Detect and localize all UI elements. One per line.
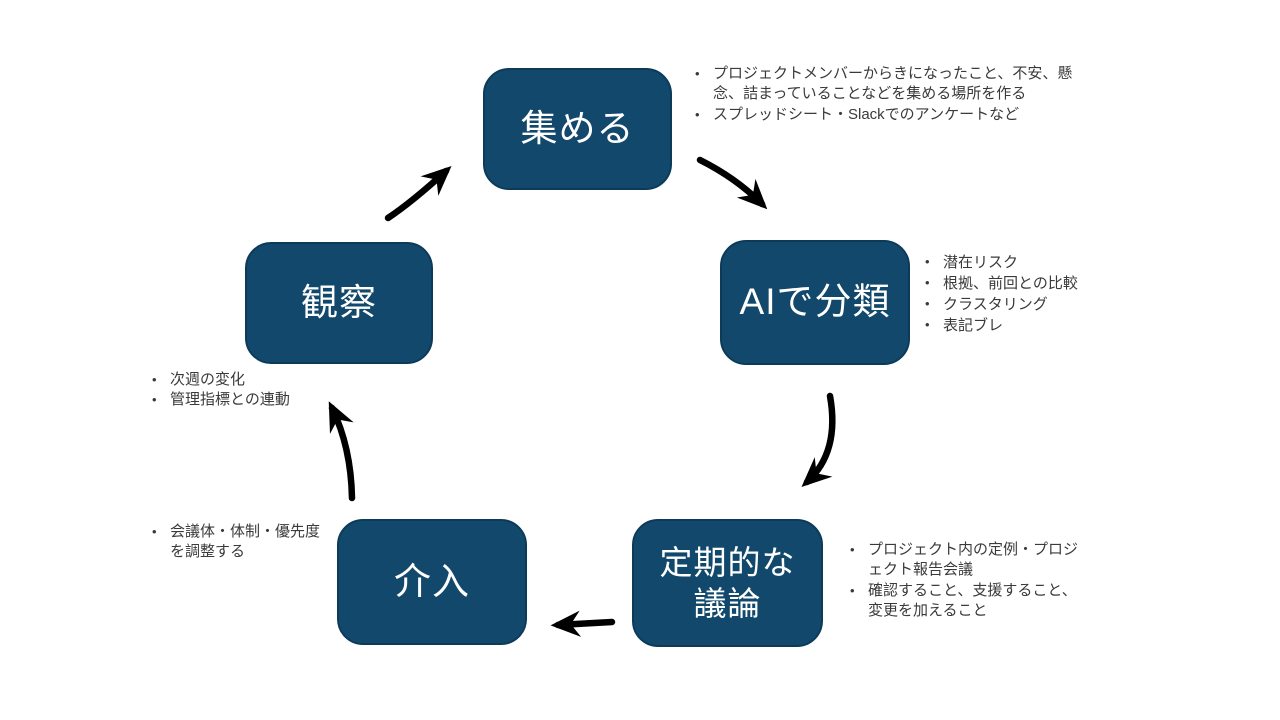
note-text: スプレッドシート・Slackでのアンケートなど <box>713 105 1020 123</box>
bullet-icon: • <box>850 582 855 598</box>
step-observation-label: 観察 <box>301 281 377 323</box>
step-collect-box: 集める <box>483 68 672 190</box>
note-item: • プロジェクトメンバーからきになったこと、不安、懸念、詰まっていることなどを集… <box>695 64 1073 105</box>
step-observation-box: 観察 <box>245 242 433 364</box>
bullet-icon: • <box>152 372 157 387</box>
notes-collect: • プロジェクトメンバーからきになったこと、不安、懸念、詰まっていることなどを集… <box>695 64 1073 125</box>
note-item: • 確認すること、支援すること、変更を加えること <box>850 581 1080 622</box>
notes-discussion: • プロジェクト内の定例・プロジェクト報告会議 • 確認すること、支援すること、… <box>850 540 1080 621</box>
bullet-icon: • <box>850 542 855 557</box>
arrow-intervention-to-observation-icon <box>328 401 356 502</box>
notes-intervention: • 会議体・体制・優先度を調整する <box>152 522 324 563</box>
note-item: • 潜在リスク <box>925 252 1140 273</box>
note-item: • 管理指標との連動 <box>152 390 367 410</box>
note-text: 会議体・体制・優先度を調整する <box>170 523 321 561</box>
note-item: • 次週の変化 <box>152 370 367 390</box>
note-text: 根拠、前回との比較 <box>943 275 1078 292</box>
step-intervention-box: 介入 <box>337 519 527 645</box>
step-collect-label: 集める <box>520 107 635 149</box>
note-text: 確認すること、支援すること、変更を加えること <box>868 581 1077 619</box>
bullet-icon: • <box>925 317 930 332</box>
bullet-icon: • <box>695 66 700 81</box>
bullet-icon: • <box>925 254 930 269</box>
notes-classify: • 潜在リスク • 根拠、前回との比較 • クラスタリング • 表記ブレ <box>925 252 1140 336</box>
bullet-icon: • <box>152 524 157 539</box>
note-text: 次週の変化 <box>170 371 246 388</box>
arrow-observation-to-collect-icon <box>384 165 452 222</box>
note-text: 潜在リスク <box>943 254 1019 271</box>
note-item: • スプレッドシート・Slackでのアンケートなど <box>695 105 1073 125</box>
step-classify-label: AIで分類 <box>739 281 891 323</box>
bullet-icon: • <box>152 392 157 408</box>
note-text: 表記ブレ <box>943 317 1004 334</box>
note-item: • クラスタリング <box>925 294 1140 315</box>
bullet-icon: • <box>695 106 700 122</box>
note-item: • プロジェクト内の定例・プロジェクト報告会議 <box>850 540 1080 581</box>
note-text: プロジェクト内の定例・プロジェクト報告会議 <box>868 541 1079 579</box>
note-item: • 根拠、前回との比較 <box>925 273 1140 294</box>
bullet-icon: • <box>925 296 930 311</box>
step-discussion-box: 定期的な 議論 <box>632 519 823 647</box>
note-text: クラスタリング <box>943 296 1048 313</box>
note-item: • 表記ブレ <box>925 315 1140 336</box>
arrow-classify-to-discussion-icon <box>801 392 836 488</box>
note-text: 管理指標との連動 <box>170 391 290 409</box>
notes-observation: • 次週の変化 • 管理指標との連動 <box>152 370 367 411</box>
arrow-collect-to-classify-icon <box>696 156 768 210</box>
bullet-icon: • <box>925 275 930 290</box>
arrow-discussion-to-intervention-icon <box>550 610 616 637</box>
step-discussion-label: 定期的な 議論 <box>659 543 796 622</box>
step-classify-box: AIで分類 <box>720 240 910 365</box>
step-intervention-label: 介入 <box>394 560 470 602</box>
note-item: • 会議体・体制・優先度を調整する <box>152 522 324 563</box>
note-text: プロジェクトメンバーからきになったこと、不安、懸念、詰まっていることなどを集める… <box>713 65 1073 103</box>
